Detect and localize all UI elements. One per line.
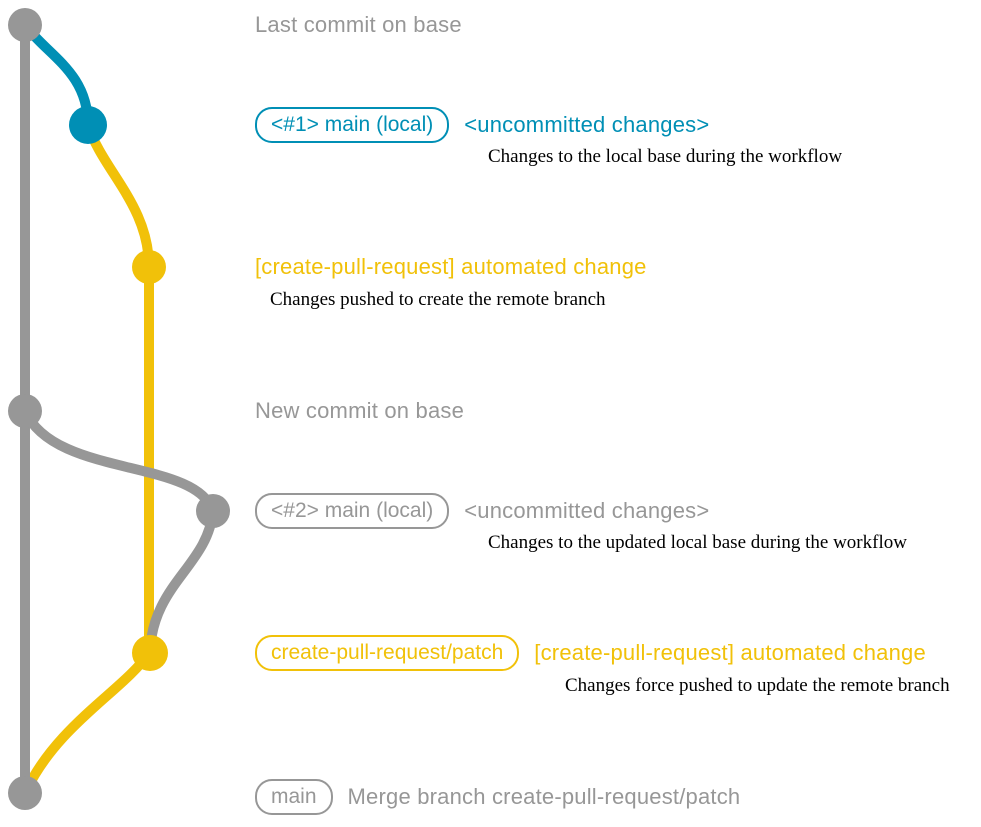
commit-dot-uncommitted-2 — [196, 494, 230, 528]
branch-label-patch: create-pull-request/patch — [255, 635, 520, 671]
annotation-updated-local-base: Changes to the updated local base during… — [488, 532, 907, 553]
branch-label-main: main — [255, 779, 333, 815]
branch-label-main-2: <#2> main (local) — [255, 493, 450, 529]
commit-message: <uncommitted changes> — [464, 498, 710, 523]
commit-dot-last-base — [8, 8, 42, 42]
commit-row-last-base: Last commit on base — [255, 6, 462, 44]
commit-dot-new-base — [8, 394, 42, 428]
commit-message: [create-pull-request] automated change — [534, 640, 926, 665]
branch-curve-rebase — [145, 510, 218, 654]
commit-row-uncommitted-2: <#2> main (local) <uncommitted changes> — [255, 492, 709, 530]
branch-curve-local-main-2 — [20, 408, 218, 514]
commit-dot-uncommitted-1 — [69, 106, 107, 144]
commit-row-automated-1: [create-pull-request] automated change — [255, 248, 647, 286]
commit-row-automated-2: create-pull-request/patch [create-pull-r… — [255, 634, 926, 672]
commit-dot-automated-1 — [132, 250, 166, 284]
annotation-local-base: Changes to the local base during the wor… — [488, 146, 843, 167]
annotation-pushed-create: Changes pushed to create the remote bran… — [270, 289, 606, 310]
commit-message: <uncommitted changes> — [464, 112, 710, 137]
annotation-force-pushed: Changes force pushed to update the remot… — [565, 675, 950, 696]
commit-dot-merge — [8, 776, 42, 810]
commit-row-new-base: New commit on base — [255, 392, 464, 430]
commit-message: New commit on base — [255, 398, 465, 423]
commit-row-uncommitted-1: <#1> main (local) <uncommitted changes> — [255, 106, 709, 144]
branch-label-main-1: <#1> main (local) — [255, 107, 450, 143]
commit-message: Merge branch create-pull-request/patch — [347, 784, 741, 809]
commit-message: Last commit on base — [255, 12, 462, 37]
commit-dot-automated-2 — [132, 635, 168, 671]
commit-row-merge: main Merge branch create-pull-request/pa… — [255, 778, 740, 816]
commit-message: [create-pull-request] automated change — [255, 254, 647, 279]
